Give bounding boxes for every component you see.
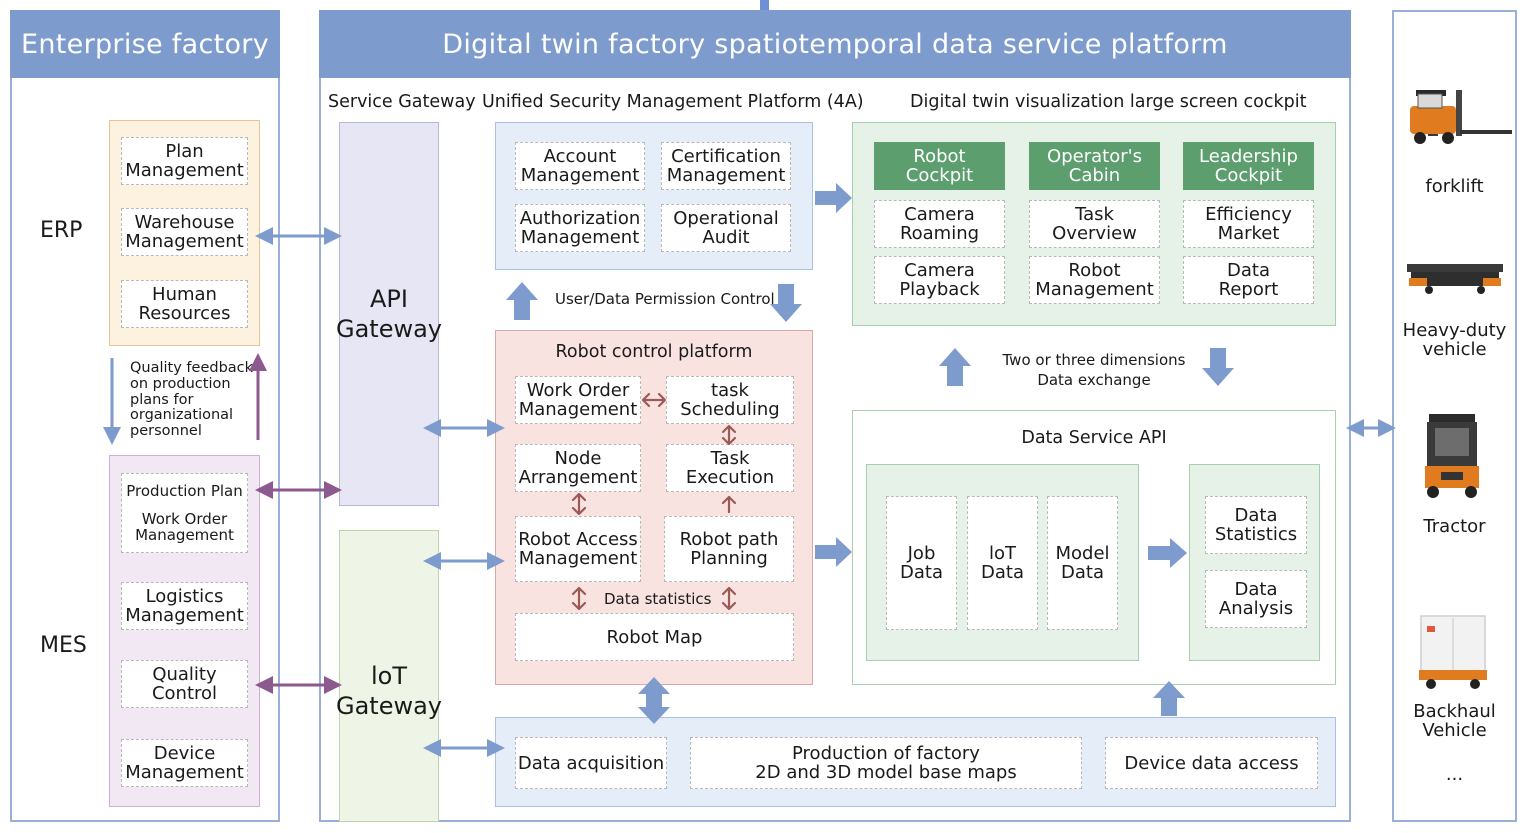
stats-left-arrow bbox=[571, 586, 587, 611]
cockpit-title: Digital twin visualization large screen … bbox=[910, 92, 1307, 112]
robot-bottom-arrow bbox=[638, 677, 670, 724]
forklift-icon bbox=[1398, 80, 1513, 150]
vehicles-more: ... bbox=[1445, 764, 1464, 785]
security-platform-title: Unified Security Management Platform (4A… bbox=[482, 92, 864, 112]
permission-up-arrow bbox=[506, 282, 538, 320]
tractor-icon bbox=[1417, 408, 1487, 500]
data-statistics-label: Data statistics bbox=[604, 590, 712, 608]
security-cockpit-arrow bbox=[815, 183, 852, 213]
platform-header: Digital twin factory spatiotemporal data… bbox=[319, 10, 1351, 78]
sources-outputs-arrow bbox=[1148, 538, 1187, 568]
data-service-api-title: Data Service API bbox=[1021, 428, 1167, 448]
tractor-label: Tractor bbox=[1423, 516, 1486, 537]
exchange-down-arrow bbox=[1202, 348, 1234, 386]
service-gateway-label: Service Gateway bbox=[328, 92, 476, 112]
erp-label: ERP bbox=[40, 218, 83, 243]
permission-down-arrow bbox=[770, 284, 802, 322]
robot-control-title: Robot control platform bbox=[555, 342, 753, 362]
planning-execution-arrow bbox=[721, 495, 737, 514]
top-connector bbox=[760, 0, 769, 10]
agv-vehicle-icon bbox=[1403, 258, 1507, 298]
workorder-scheduling-arrow bbox=[641, 392, 667, 408]
node-access-arrow bbox=[571, 492, 587, 516]
device-dataapi-arrow bbox=[1153, 681, 1185, 716]
device-data-access[interactable]: Device data access bbox=[1105, 737, 1318, 789]
exchange-up-arrow bbox=[939, 348, 971, 386]
enterprise-factory-header: Enterprise factory bbox=[10, 10, 280, 78]
data-acquisition[interactable]: Data acquisition bbox=[515, 737, 667, 789]
forklift-label: forklift bbox=[1425, 176, 1484, 197]
backhaul-vehicle-icon bbox=[1415, 612, 1491, 690]
robot-dataapi-arrow bbox=[815, 537, 852, 567]
mes-label: MES bbox=[40, 633, 87, 658]
stats-right-arrow bbox=[721, 586, 737, 611]
permission-control-label: User/Data Permission Control bbox=[555, 290, 775, 308]
scheduling-execution-arrow bbox=[721, 424, 737, 446]
robot-map[interactable]: Robot Map bbox=[515, 613, 794, 661]
